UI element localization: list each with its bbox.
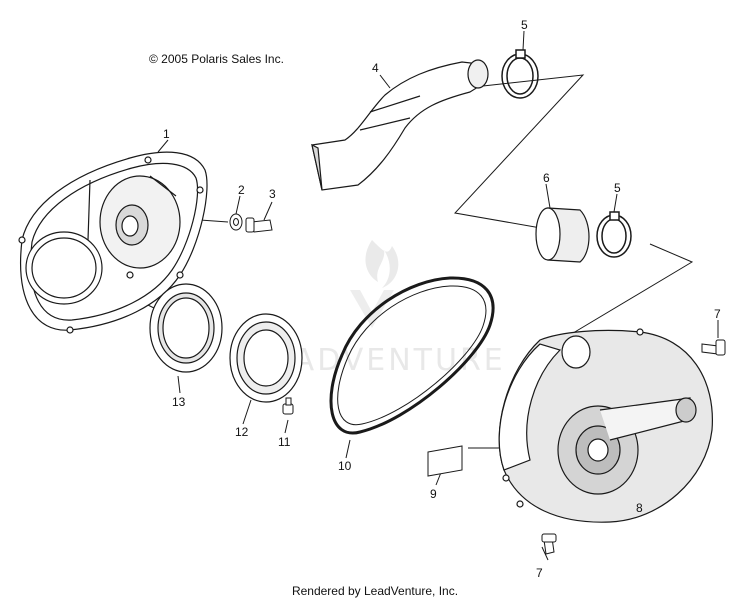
callout-2: 2 [238,183,245,197]
part-8-outer-cover [498,328,713,523]
callout-12: 12 [235,425,249,439]
part-10-drive-belt [329,276,495,435]
watermark-flame-icon [365,240,399,288]
callout-5-upper: 5 [521,18,528,32]
watermark-v-icon [350,290,394,328]
part-2-washer [229,213,243,231]
part-1-inner-cover [18,151,208,334]
part-11-screw [282,397,294,415]
part-6-boot [535,207,590,263]
render-credit: Rendered by LeadVenture, Inc. [291,584,459,598]
part-7-bolt-upper [701,339,726,356]
part-9-decal [427,445,463,477]
callout-labels: 1 2 3 4 5 5 6 7 7 8 9 10 11 12 13 [163,18,721,580]
callout-8: 8 [636,501,643,515]
part-5-clamp-upper [501,49,539,99]
callout-7-upper: 7 [714,307,721,321]
part-3-bolt [245,217,273,233]
part-4-intake-duct [311,59,489,191]
callout-5-lower: 5 [614,181,621,195]
part-5-clamp-lower [596,211,632,258]
callout-6: 6 [543,171,550,185]
callout-7-lower: 7 [536,566,543,580]
callout-3: 3 [269,187,276,201]
callout-9: 9 [430,487,437,501]
copyright-notice: © 2005 Polaris Sales Inc. [149,52,284,66]
callout-13: 13 [172,395,186,409]
callout-11: 11 [278,435,291,449]
callout-1: 1 [163,127,170,141]
part-13-seal [149,283,223,373]
callout-10: 10 [338,459,352,473]
callout-4: 4 [372,61,379,75]
part-12-plate [229,313,303,403]
part-7-bolt-lower [541,533,557,555]
